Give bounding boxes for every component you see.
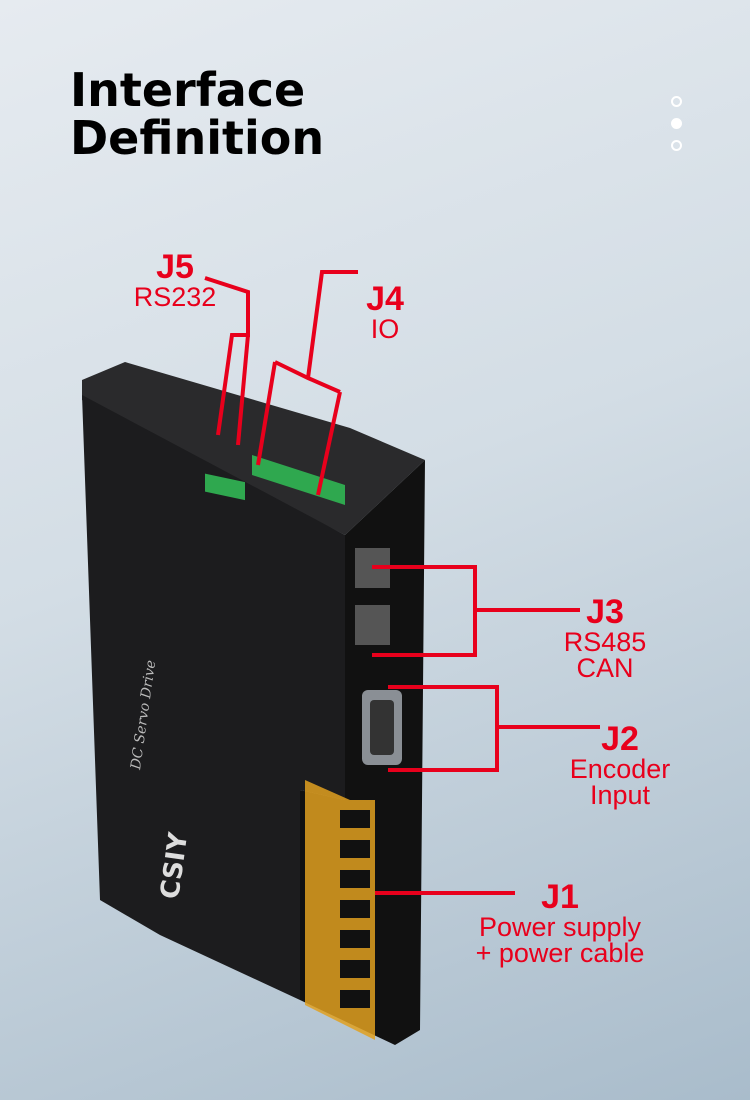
label-j2-desc-2: Input bbox=[589, 780, 651, 810]
label-j1-id: J1 bbox=[541, 878, 579, 916]
j4-leader bbox=[306, 270, 358, 379]
label-j5-id: J5 bbox=[156, 248, 194, 286]
label-j3: J3 RS485 CAN bbox=[555, 593, 655, 683]
j1-terminal-screws bbox=[340, 810, 370, 1008]
label-j3-id: J3 bbox=[586, 593, 624, 631]
label-j5-desc: RS232 bbox=[133, 282, 217, 312]
label-j1-desc-1: Power supply bbox=[478, 912, 642, 942]
j4-leader-right bbox=[316, 391, 342, 496]
j5-terminal bbox=[205, 473, 245, 501]
j3-port-2 bbox=[355, 605, 390, 645]
pager-dot[interactable] bbox=[671, 140, 682, 151]
label-j1-desc-2: + power cable bbox=[475, 938, 645, 968]
leader-lines bbox=[204, 270, 600, 895]
title-line-1: Interface bbox=[70, 63, 306, 117]
label-j3-desc-1: RS485 bbox=[563, 627, 647, 657]
title-line-2: Definition bbox=[70, 111, 325, 165]
label-j4-desc: IO bbox=[370, 314, 400, 344]
j4-leader-left bbox=[256, 361, 277, 466]
pager-dot-active[interactable] bbox=[671, 118, 682, 129]
label-j2-id: J2 bbox=[601, 720, 639, 758]
j5-leader-branch bbox=[236, 334, 250, 446]
label-j2: J2 Encoder Input bbox=[560, 720, 680, 810]
device-front-face bbox=[82, 395, 345, 1000]
j4-terminal bbox=[252, 455, 345, 505]
pager-dot[interactable] bbox=[671, 96, 682, 107]
label-j3-desc-2: CAN bbox=[576, 653, 634, 683]
pager-dots bbox=[671, 96, 682, 162]
j4-leader-bracket bbox=[274, 360, 341, 394]
label-j4: J4 IO bbox=[355, 280, 415, 344]
label-j5: J5 RS232 bbox=[130, 248, 220, 312]
label-j4-id: J4 bbox=[366, 280, 404, 318]
label-j1: J1 Power supply + power cable bbox=[460, 878, 660, 968]
label-j2-desc-1: Encoder bbox=[569, 754, 671, 784]
page-title: Interface Definition bbox=[70, 66, 324, 162]
j2-db-socket bbox=[370, 700, 394, 755]
